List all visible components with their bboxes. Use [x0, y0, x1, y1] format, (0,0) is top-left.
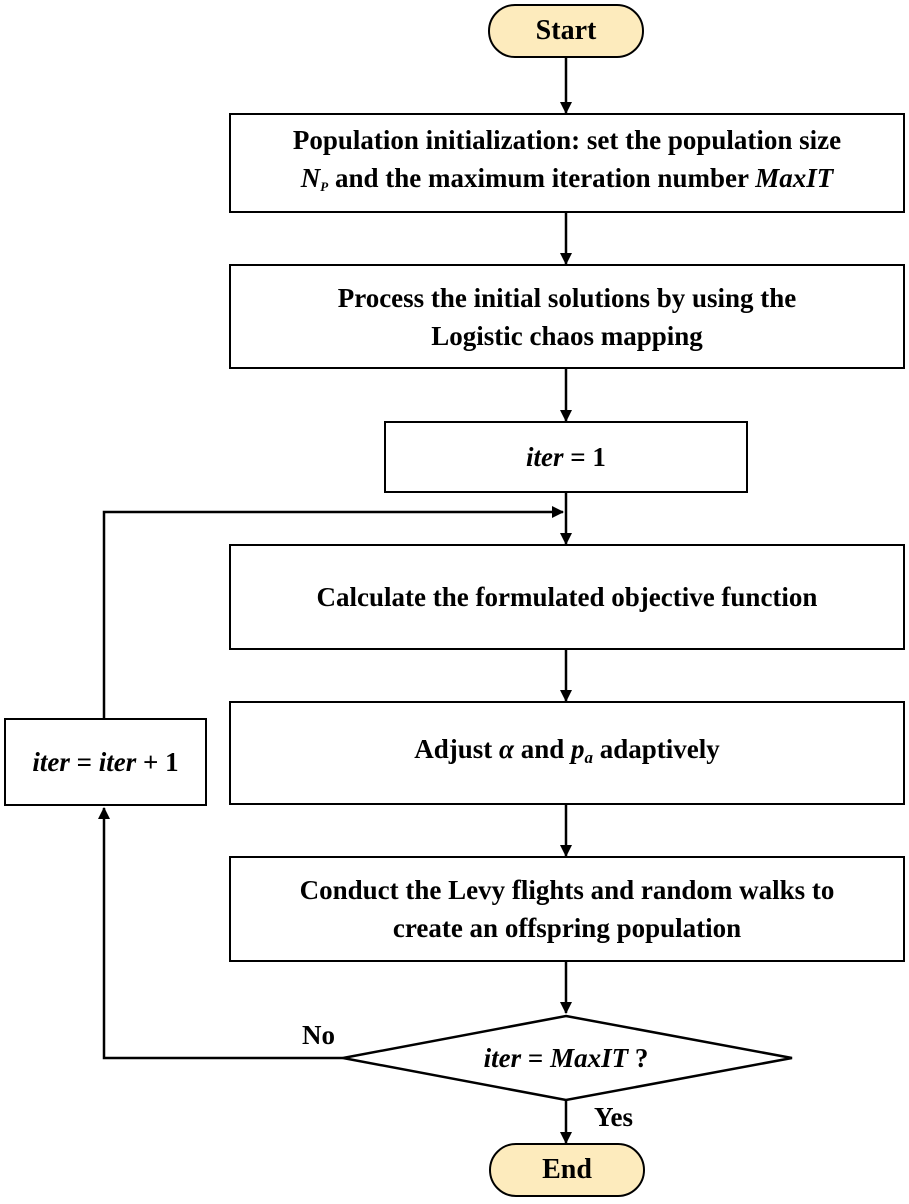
yes-label: Yes — [594, 1102, 633, 1132]
iter-init-label: iter = 1 — [526, 438, 606, 476]
adjust-label: Adjust α and pa adaptively — [414, 730, 720, 777]
start-terminal: Start — [488, 4, 644, 58]
levy-box: Conduct the Levy flights and random walk… — [229, 856, 905, 962]
decision-var: iter — [483, 1043, 522, 1073]
iter-symbol: iter — [526, 442, 564, 472]
iter-init-rest: = 1 — [563, 442, 606, 472]
init-line-2-text: and the maximum iteration number — [328, 162, 756, 193]
objective-box: Calculate the formulated objective funct… — [229, 544, 905, 650]
start-label: Start — [535, 15, 597, 46]
increment-eq: = — [69, 747, 99, 777]
init-line-2: NP and the maximum iteration number MaxI… — [301, 159, 833, 206]
chaos-line-1: Process the initial solutions by using t… — [337, 282, 797, 313]
adjust-and: and — [513, 733, 571, 764]
pa-subscript: a — [584, 747, 594, 767]
alpha-symbol: α — [499, 733, 514, 764]
decision-diamond — [342, 1014, 793, 1102]
np-symbol: N — [300, 162, 321, 193]
objective-label: Calculate the formulated objective funct… — [316, 582, 818, 612]
no-label: No — [302, 1020, 335, 1050]
np-subscript: P — [320, 178, 329, 194]
levy-line-1: Conduct the Levy flights and random walk… — [299, 875, 835, 905]
adjust-box: Adjust α and pa adaptively — [229, 701, 905, 805]
iter-init-box: iter = 1 — [384, 421, 748, 493]
decision-q: ? — [628, 1043, 649, 1073]
adjust-pre: Adjust — [414, 733, 500, 764]
decision-maxit: MaxIT — [550, 1043, 629, 1073]
init-line-1: Population initialization: set the popul… — [292, 124, 842, 155]
levy-line-2: create an offspring population — [392, 913, 742, 943]
chaos-line-2: Logistic chaos mapping — [431, 320, 703, 351]
pa-symbol: p — [571, 733, 585, 764]
increment-var-2: iter — [98, 747, 137, 777]
end-label: End — [542, 1154, 592, 1185]
init-process-box: Population initialization: set the popul… — [229, 113, 905, 213]
iter-increment-box: iter = iter + 1 — [4, 718, 207, 806]
increment-var-1: iter — [32, 747, 70, 777]
adjust-post: adaptively — [593, 733, 720, 764]
decision-eq: = — [521, 1043, 551, 1073]
arrow-increment-to-loop — [102, 506, 564, 718]
increment-label: iter = iter + 1 — [32, 743, 178, 781]
decision-text: iter = MaxIT ? — [484, 1039, 649, 1077]
decision-label: iter = MaxIT ? — [400, 1036, 732, 1080]
maxit-symbol: MaxIT — [755, 162, 834, 193]
chaos-process-box: Process the initial solutions by using t… — [229, 264, 905, 369]
arrow-no-to-increment — [98, 807, 343, 1060]
end-terminal: End — [489, 1143, 645, 1197]
increment-rest: + 1 — [136, 747, 179, 777]
